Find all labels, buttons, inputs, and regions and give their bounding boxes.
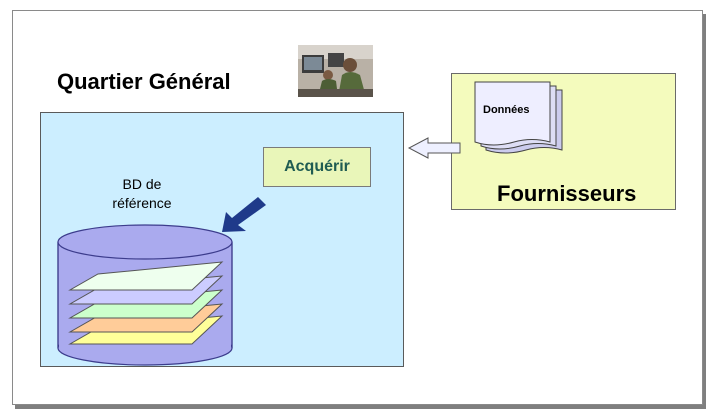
data-layers: [68, 261, 224, 345]
database-label: BD de référence: [96, 175, 188, 213]
layer-1: [68, 261, 224, 291]
acquire-box: Acquérir: [263, 147, 371, 187]
down-left-arrow-icon: [222, 197, 266, 232]
database-label-line2: référence: [112, 195, 172, 211]
headquarters-title: Quartier Général: [57, 69, 231, 94]
suppliers-label: Fournisseurs: [497, 181, 637, 206]
photo-icon: [298, 45, 373, 97]
left-arrow-icon: [407, 137, 461, 159]
database-label-line1: BD de: [122, 176, 162, 192]
documents-label: Données: [483, 104, 530, 116]
document-stack-icon: [474, 81, 563, 154]
